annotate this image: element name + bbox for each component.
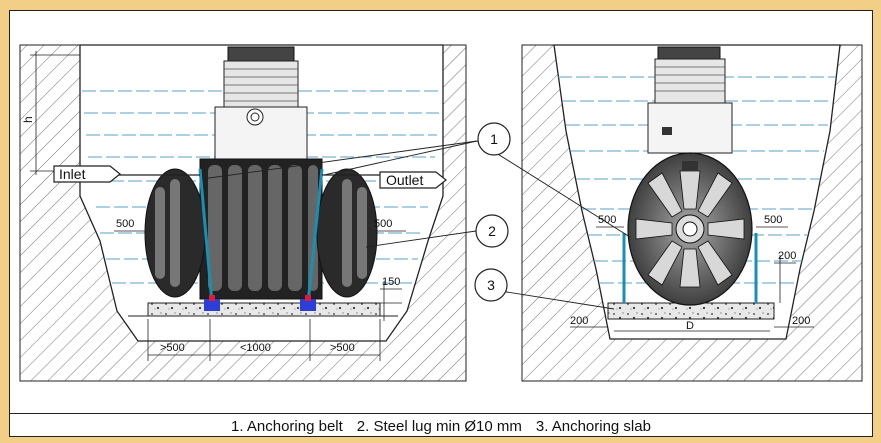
bottom-right-dim: >500 [330,342,355,354]
svg-text:500: 500 [374,218,392,230]
dim-side-clearance-left: 500 [114,218,146,232]
outlet-label: Outlet [386,172,423,188]
left-anchoring-slab [147,302,381,317]
right-dim-vertical: 200 [774,250,796,303]
legend-item-anchoring-slab: 3. Anchoring slab [535,417,651,435]
svg-text:500: 500 [116,218,134,230]
callout-1: 1 [477,122,511,156]
svg-text:2: 2 [488,223,496,239]
svg-text:200: 200 [778,250,796,262]
technical-drawing: Inlet Outlet h 500 500 150 [19,44,863,382]
inlet-tag: Inlet [53,165,121,183]
legend-item-steel-lug: 2. Steel lug min Ø10 mm [356,417,522,435]
drawing-frame: Inlet Outlet h 500 500 150 [9,10,873,437]
svg-text:200: 200 [570,315,588,327]
right-section-view: 500 500 200 200 200 D [521,44,863,382]
dim-height: h [21,51,80,175]
callout-2: 2 [475,214,509,248]
svg-text:3: 3 [487,277,495,293]
svg-text:1: 1 [490,131,498,147]
bottom-left-dim: >500 [160,342,185,354]
svg-text:500: 500 [598,214,616,226]
dim-bottom: >500 <1000 >500 [147,319,381,361]
svg-text:150: 150 [382,276,400,288]
legend-bar: 1. Anchoring belt 2. Steel lug min Ø10 m… [10,413,872,438]
dim-slab-thickness: 150 [380,276,402,321]
dim-side-clearance-right: 500 [374,218,406,232]
right-dim-side-left: 500 [596,214,624,228]
outlet-tag: Outlet [379,171,447,189]
right-tank [627,46,753,306]
diameter-label: D [686,320,694,332]
height-label: h [21,116,35,123]
right-dim-side-right: 500 [756,214,788,228]
inlet-label: Inlet [59,166,86,182]
left-anchoring-belts [198,168,324,304]
left-section-view: Inlet Outlet h 500 500 150 [19,44,467,382]
svg-text:500: 500 [764,214,782,226]
svg-text:200: 200 [792,315,810,327]
right-anchoring-belts [622,233,758,303]
right-dim-slab-overhang: 200 200 D [570,315,814,332]
legend-item-anchoring-belt: 1. Anchoring belt [231,417,343,435]
callout-3: 3 [474,268,508,302]
left-steel-lugs [204,295,316,311]
bottom-mid-dim: <1000 [240,342,271,354]
left-tank [144,46,378,300]
